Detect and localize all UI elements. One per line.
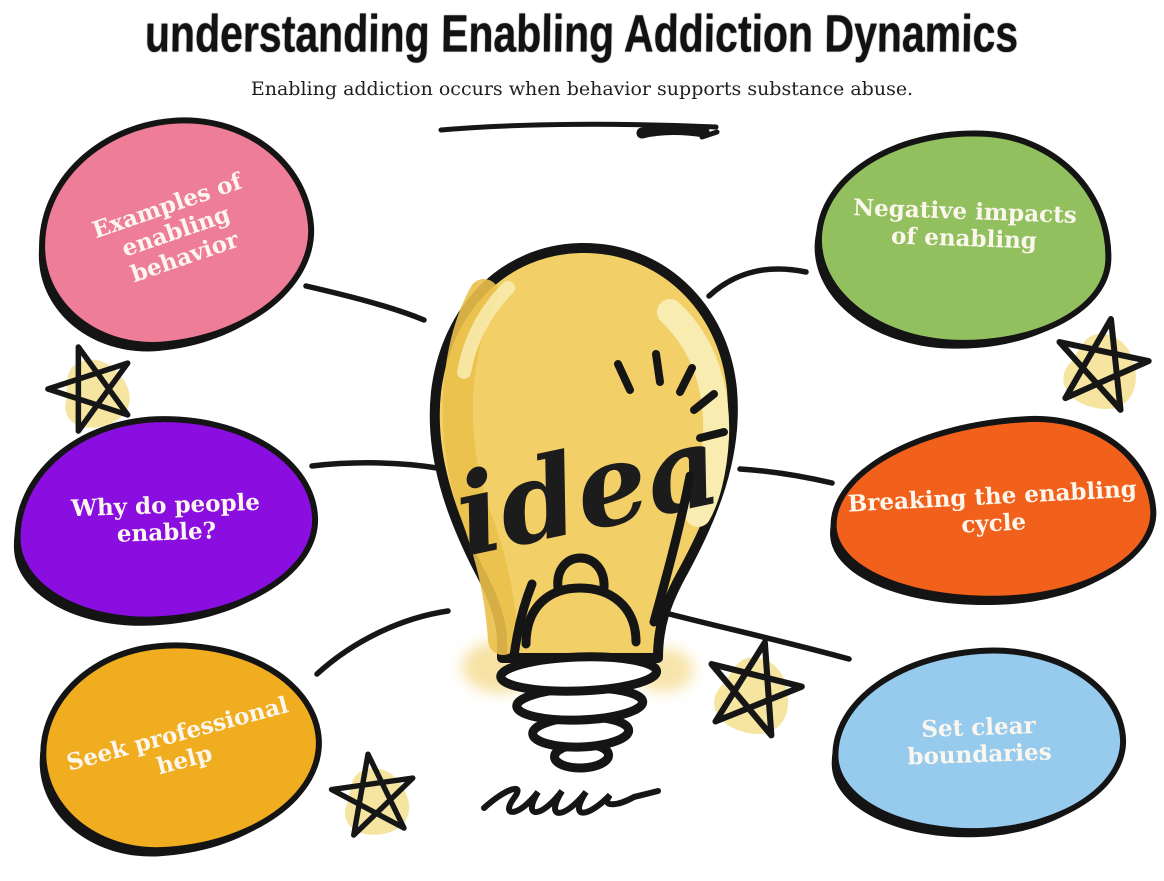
page-subtitle: Enabling addiction occurs when behavior … (250, 78, 914, 100)
star-doodle-icon (697, 631, 810, 743)
node-label: Examples of enabling behavior (88, 168, 246, 289)
connector-seek-help (314, 608, 451, 677)
node-label: Seek professional help (63, 691, 292, 781)
connector-breaking-cycle (737, 466, 835, 486)
node-label: Why do people enable? (70, 488, 261, 548)
node-label: Breaking the enabling cycle (847, 475, 1138, 539)
connector-why-enable (309, 460, 440, 471)
star-doodle-icon (327, 749, 420, 841)
connector-lines (303, 266, 852, 677)
star-doodle-icon (1048, 310, 1156, 417)
node-label: Negative impacts of enabling (852, 193, 1078, 255)
connector-negative-impacts (706, 266, 809, 299)
connector-set-boundaries (651, 607, 852, 662)
lightbulb-idea-icon: idea (429, 242, 738, 773)
title-underline-scribble (438, 121, 720, 140)
connector-examples (303, 283, 427, 323)
bottom-scribble (481, 786, 661, 816)
node-label: Set clear boundaries (906, 711, 1053, 771)
